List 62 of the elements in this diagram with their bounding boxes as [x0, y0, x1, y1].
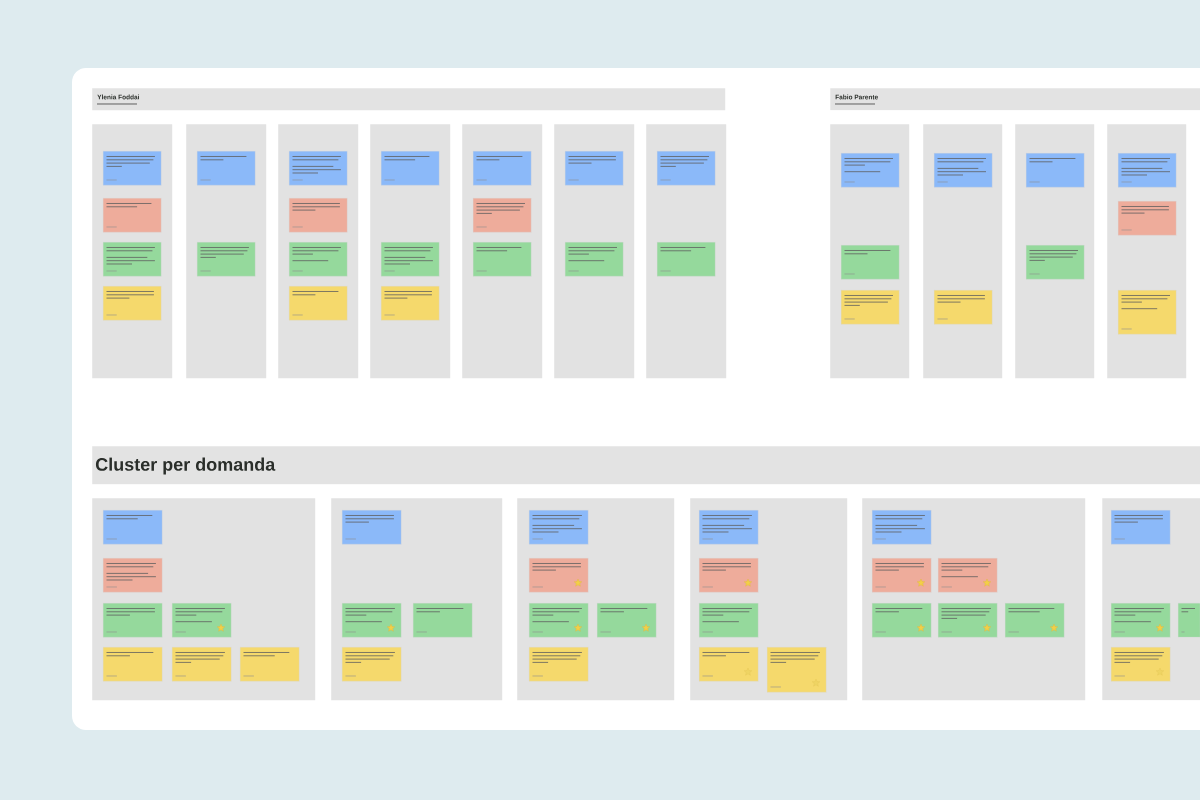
sticky-note: [657, 242, 716, 277]
sticky-note: [103, 603, 163, 638]
sticky-note: [342, 603, 402, 638]
sticky-note: [938, 603, 998, 638]
sticky-note: [872, 603, 932, 638]
sticky-note: [529, 603, 589, 638]
sticky-note: [529, 558, 589, 593]
sticky-note: [289, 242, 348, 277]
sticky-note: [872, 558, 932, 593]
sticky-note: [767, 647, 827, 693]
sticky-note: [197, 242, 256, 277]
sticky-note: [289, 286, 348, 321]
sticky-note: [289, 151, 348, 186]
sticky-note: [1111, 647, 1171, 682]
sticky-note: [289, 198, 348, 233]
sticky-note: [103, 198, 162, 233]
sticky-note: [938, 558, 998, 593]
sticky-note: [197, 151, 256, 186]
sticky-note: [841, 245, 900, 280]
sticky-note: [699, 603, 759, 638]
sticky-note: [699, 558, 759, 593]
sticky-note: [172, 647, 232, 682]
sticky-note: [413, 603, 473, 638]
sticky-note: [1026, 245, 1085, 280]
sticky-note: [342, 510, 402, 545]
sticky-note: [1118, 201, 1177, 236]
sticky-note: [699, 647, 759, 682]
sticky-note: [103, 647, 163, 682]
sticky-note: [841, 290, 900, 325]
sticky-note: [240, 647, 300, 682]
sticky-note: [934, 153, 993, 188]
sticky-note: [841, 153, 900, 188]
sticky-note: [103, 558, 163, 593]
sticky-note: [1178, 603, 1200, 638]
sticky-note: [381, 151, 440, 186]
sticky-note: [473, 151, 532, 186]
sticky-note: [473, 242, 532, 277]
sticky-note: [103, 286, 162, 321]
section-header-bar: Cluster per domanda: [92, 446, 1200, 485]
sticky-note: [597, 603, 657, 638]
sticky-note: [103, 510, 163, 545]
sticky-note: [657, 151, 716, 186]
sticky-note: [699, 510, 759, 545]
sticky-note: [872, 510, 932, 545]
sticky-note: [1118, 153, 1177, 188]
sticky-note: [529, 647, 589, 682]
sticky-note: [473, 198, 532, 233]
sticky-note: [1005, 603, 1065, 638]
sticky-note: [565, 151, 624, 186]
sticky-note: [565, 242, 624, 277]
sticky-note: [1111, 510, 1171, 545]
sticky-note: [381, 286, 440, 321]
sticky-note: [342, 647, 402, 682]
sticky-note: [1118, 290, 1177, 335]
sticky-note: [934, 290, 993, 325]
sticky-note: [381, 242, 440, 277]
sticky-note: [103, 242, 162, 277]
sticky-note: [1026, 153, 1085, 188]
sticky-note: [103, 151, 162, 186]
sticky-note: [172, 603, 232, 638]
sticky-note: [1111, 603, 1171, 638]
sticky-note: [529, 510, 589, 545]
